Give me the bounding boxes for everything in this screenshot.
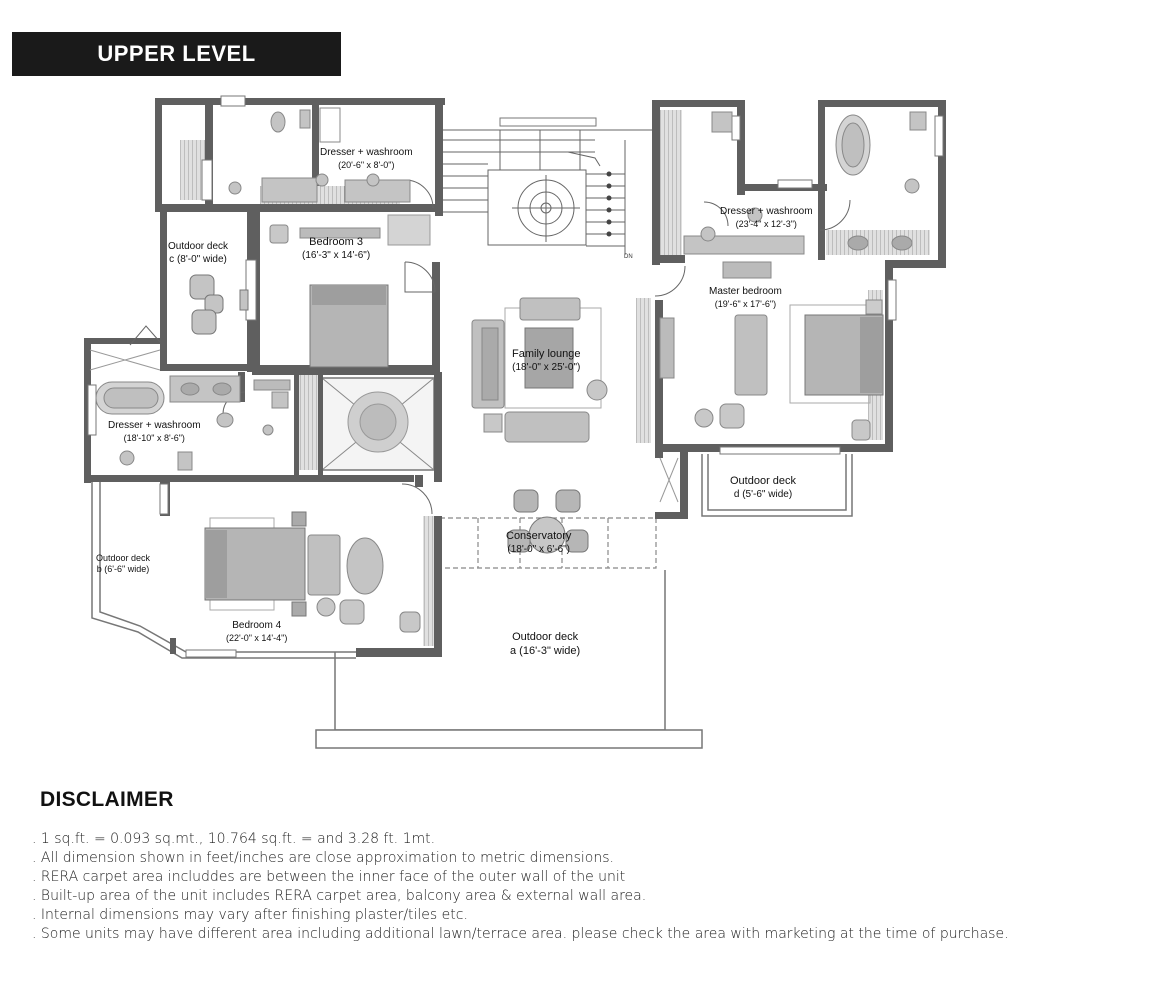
room-name: Bedroom 3 (309, 236, 363, 248)
room-name: Dresser + washroom (320, 147, 413, 158)
room-name: Master bedroom (709, 286, 782, 297)
stair-dots (606, 171, 612, 237)
disclaimer-item: . 1 sq.ft. = 0.093 sq.mt., 10.764 sq.ft.… (32, 831, 436, 847)
room-dimension: (19'-6" x 17'-6") (714, 298, 777, 309)
disclaimer-item: . Some units may have different area inc… (32, 926, 1009, 942)
outdoor-deck-d-outline (701, 454, 853, 517)
room-name: Dresser + washroom (720, 206, 813, 217)
room-dimension: b (6'-6" wide) (96, 564, 150, 575)
room-dimension: (16'-3" x 14'-6") (302, 249, 371, 261)
disclaimer-section: DISCLAIMER . 1 sq.ft. = 0.093 sq.mt., 10… (32, 788, 1160, 944)
disclaimer-item: . RERA carpet area includdes are between… (32, 869, 626, 885)
staircase (440, 129, 655, 255)
level-title-bar: UPPER LEVEL (12, 32, 341, 76)
conservatory-furniture (507, 489, 589, 554)
room-dimension: (18'-0" x 25'-0") (512, 361, 581, 373)
level-title: UPPER LEVEL (97, 41, 256, 66)
bedroom-4-furniture (204, 511, 421, 633)
room-dimension: (23'-4" x 12'-3") (735, 218, 797, 229)
master-dresser-fixtures (683, 111, 927, 279)
disclaimer-item: . Internal dimensions may vary after fin… (32, 907, 468, 923)
bedroom-3-furniture (269, 214, 431, 368)
room-label-outdoor-deck-a: Outdoor deck a (16'-3" wide) (510, 631, 580, 659)
outdoor-deck-a-outline (315, 570, 703, 749)
room-label-dresser-top: Dresser + washroom (20'-6" x 8'-0") (320, 147, 413, 171)
room-name: Bedroom 4 (232, 620, 282, 631)
room-label-dresser-master: Dresser + washroom (23'-4" x 12'-3") (720, 206, 813, 230)
disclaimer-heading: DISCLAIMER (40, 788, 174, 811)
room-label-outdoor-deck-d: Outdoor deck d (5'-6" wide) (730, 475, 796, 501)
room-label-master-bedroom: Master bedroom (19'-6" x 17'-6") (709, 286, 782, 310)
top-left-washroom-fixtures (228, 107, 411, 203)
room-name: Outdoor deck (512, 631, 579, 643)
room-dimension: c (8'-0" wide) (169, 253, 227, 265)
room-label-bedroom-4: Bedroom 4 (22'-0" x 14'-4") (226, 620, 287, 644)
room-name: Family lounge (512, 348, 581, 360)
room-dimension: a (16'-3" wide) (510, 644, 581, 657)
stair-down-mark: DN (624, 254, 633, 260)
room-label-conservatory: Conservatory (18'-0" x 6'-6") (506, 530, 571, 556)
outdoor-deck-b-outline (91, 478, 356, 659)
room-label-outdoor-deck-b: Outdoor deck b (6'-6" wide) (96, 553, 150, 576)
room-label-dresser-left: Dresser + washroom (18'-10" x 8'-6") (108, 420, 201, 444)
master-bedroom-furniture (659, 299, 884, 441)
room-dimension: (18'-0" x 6'-6") (507, 543, 571, 555)
room-dimension: d (5'-6" wide) (733, 488, 793, 500)
room-label-bedroom-3: Bedroom 3 (16'-3" x 14'-6") (302, 236, 370, 262)
room-name: Outdoor deck (168, 241, 229, 252)
family-lounge-furniture (471, 297, 608, 443)
floor-plan: DN (84, 95, 946, 749)
windows (87, 95, 944, 658)
room-dimension: (18'-10" x 8'-6") (123, 432, 185, 443)
left-dresser-fixtures (95, 375, 291, 471)
room-dimension: (20'-6" x 8'-0") (338, 159, 395, 170)
outdoor-deck-c-furniture (189, 274, 249, 335)
room-label-outdoor-deck-c: Outdoor deck c (8'-0" wide) (168, 241, 228, 266)
room-label-family-lounge: Family lounge (18'-0" x 25'-0") (512, 348, 580, 374)
disclaimer-list: . 1 sq.ft. = 0.093 sq.mt., 10.764 sq.ft.… (32, 830, 1160, 944)
room-dimension: (22'-0" x 14'-4") (226, 632, 288, 643)
light-well (321, 377, 435, 471)
room-name: Conservatory (506, 530, 572, 542)
room-name: Outdoor deck (730, 475, 797, 487)
room-name: Dresser + washroom (108, 420, 201, 431)
room-name: Outdoor deck (96, 553, 151, 563)
disclaimer-item: . Built-up area of the unit includes RER… (32, 888, 647, 904)
disclaimer-item: . All dimension shown in feet/inches are… (32, 850, 614, 866)
